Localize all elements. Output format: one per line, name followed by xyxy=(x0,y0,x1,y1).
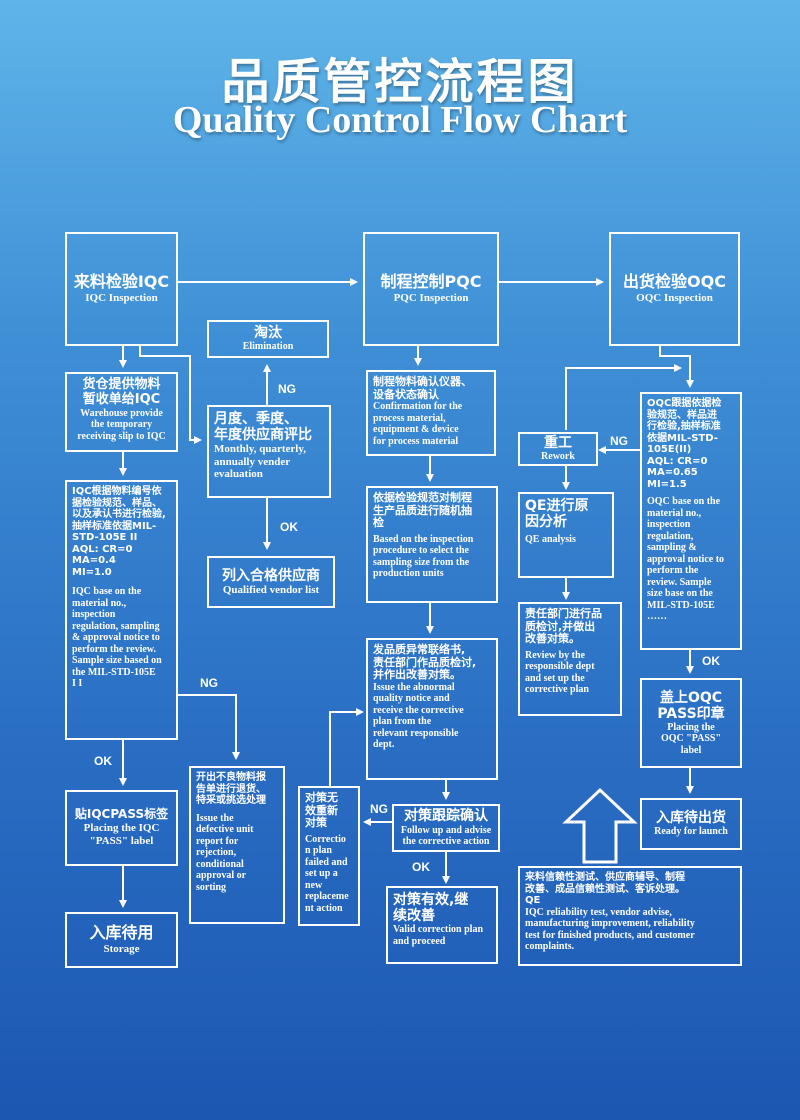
node-qe-analysis: QE进行原 因分析 QE analysis xyxy=(518,492,614,578)
big-up-arrow xyxy=(562,787,638,864)
node-ready-launch: 入库待出货 Ready for launch xyxy=(640,798,742,850)
node-oqc-cn: 出货检验OQC xyxy=(623,272,726,292)
arrow-rework-oqc-standard xyxy=(565,364,682,430)
node-qe-analysis-cn: QE进行原 因分析 xyxy=(525,498,589,531)
node-pqc-confirm: 制程物料确认仪器、 设备状态确认 Confirmation for the pr… xyxy=(366,370,496,456)
node-iqc-standard-en: IQC base on the material no., inspection… xyxy=(72,586,162,689)
node-correction-failed: 对策无 效重新 对策 Correctio n plan failed and s… xyxy=(298,786,360,926)
node-storage: 入库待用 Storage xyxy=(65,912,178,968)
node-oqc-pass: 盖上OQC PASS印章 Placing the OQC "PASS" labe… xyxy=(640,678,742,768)
node-qe-reliability: 来料信赖性测试、供应商辅导、制程 改善、成品信赖性测试、客诉处理。 QE IQC… xyxy=(518,866,742,966)
node-pqc-sampling-cn: 依据检验规范对制程 生产品质进行随机抽 检 xyxy=(373,491,472,530)
node-iqc-standard: IQC根据物料编号依 据检验规范、样品、 以及承认书进行检验, 抽样标准依据MI… xyxy=(65,480,178,740)
node-abnormal-notice-en: Issue the abnormal quality notice and re… xyxy=(373,681,464,751)
node-qe-reliability-cn: 来料信赖性测试、供应商辅导、制程 改善、成品信赖性测试、客诉处理。 QE xyxy=(525,872,685,906)
node-rework-en: Rework xyxy=(541,451,575,463)
node-oqc-pass-en: Placing the OQC "PASS" label xyxy=(660,721,722,756)
node-qualified-vendor-cn: 列入合格供应商 xyxy=(222,567,320,584)
node-follow-up-en: Follow up and advise the corrective acti… xyxy=(400,824,492,848)
node-qe-analysis-en: QE analysis xyxy=(525,534,576,546)
node-valid-correction-en: Valid correction plan and proceed xyxy=(393,924,484,947)
node-vendor-eval: 月度、季度、 年度供应商评比 Monthly, quarterly, annua… xyxy=(207,405,331,498)
node-pqc-sampling-en: Based on the inspection procedure to sel… xyxy=(373,533,474,580)
node-follow-up-cn: 对策跟踪确认 xyxy=(404,808,488,825)
node-pqc-cn: 制程控制PQC xyxy=(380,272,482,292)
node-pqc-confirm-en: Confirmation for the process material, e… xyxy=(373,401,463,447)
node-elimination: 淘汰 Elimination xyxy=(207,320,329,358)
node-iqc-en: IQC Inspection xyxy=(85,291,158,304)
node-storage-en: Storage xyxy=(103,942,140,955)
node-defective-report-cn: 开出不良物料报 告单进行退货、 特采或挑选处理 xyxy=(196,772,266,806)
page-title-cn: 品质管控流程图 xyxy=(221,54,579,110)
node-elimination-cn: 淘汰 xyxy=(254,325,282,342)
node-oqc-standard-en: OQC base on the material no., inspection… xyxy=(647,496,725,622)
node-correction-failed-cn: 对策无 效重新 对策 xyxy=(305,791,338,830)
node-abnormal-notice: 发品质异常联络书, 责任部门作品质检讨, 并作出改善对策。 Issue the … xyxy=(366,638,498,780)
arrow-failed-abnormal xyxy=(329,708,364,786)
node-oqc-pass-cn: 盖上OQC PASS印章 xyxy=(657,689,725,722)
node-warehouse-slip-cn: 货仓提供物料 暂收单给IQC xyxy=(82,377,161,407)
node-responsible-review: 责任部门进行品 质检讨,并做出 改善对策。 Review by the resp… xyxy=(518,602,622,716)
label-ng-iqc: NG xyxy=(200,676,218,690)
node-qualified-vendor: 列入合格供应商 Qualified vendor list xyxy=(207,556,335,608)
node-iqc-pass-en: Placing the IQC "PASS" label xyxy=(83,822,160,847)
node-iqc-pass: 贴IQCPASS标签 Placing the IQC "PASS" label xyxy=(65,790,178,866)
node-elimination-en: Elimination xyxy=(242,341,294,353)
node-defective-report-en: Issue the defective unit report for reje… xyxy=(196,812,254,893)
node-valid-correction-cn: 对策有效,继 续改善 xyxy=(393,892,469,925)
node-pqc: 制程控制PQC PQC Inspection xyxy=(363,232,499,346)
node-iqc-standard-cn: IQC根据物料编号依 据检验规范、样品、 以及承认书进行检验, 抽样标准依据MI… xyxy=(72,486,166,578)
node-pqc-en: PQC Inspection xyxy=(393,291,469,304)
node-warehouse-slip: 货仓提供物料 暂收单给IQC Warehouse provide the tem… xyxy=(65,372,178,452)
node-ready-launch-en: Ready for launch xyxy=(654,826,728,838)
node-oqc-standard-cn: OQC跟据依据检 验规范、样品进 行检验,抽样标准 依据MIL-STD- 105… xyxy=(647,398,722,490)
node-valid-correction: 对策有效,继 续改善 Valid correction plan and pro… xyxy=(386,886,498,964)
node-iqc-pass-cn: 贴IQCPASS标签 xyxy=(74,807,169,822)
node-defective-report: 开出不良物料报 告单进行退货、 特采或挑选处理 Issue the defect… xyxy=(189,766,285,924)
label-ng-oqc: NG xyxy=(610,434,628,448)
node-vendor-eval-en: Monthly, quarterly, annually vender eval… xyxy=(214,443,306,481)
node-pqc-sampling: 依据检验规范对制程 生产品质进行随机抽 检 Based on the inspe… xyxy=(366,486,498,603)
node-pqc-confirm-cn: 制程物料确认仪器、 设备状态确认 xyxy=(373,375,472,401)
arrow-oqc-standard xyxy=(659,346,694,388)
arrow-iqc-vendor-eval xyxy=(139,346,202,444)
node-abnormal-notice-cn: 发品质异常联络书, 责任部门作品质检讨, 并作出改善对策。 xyxy=(373,643,477,682)
node-qe-reliability-en: IQC reliability test, vendor advise, man… xyxy=(525,906,695,953)
node-storage-cn: 入库待用 xyxy=(89,923,154,943)
node-ready-launch-cn: 入库待出货 xyxy=(656,810,726,827)
node-rework: 重工 Rework xyxy=(518,432,598,466)
node-correction-failed-en: Correctio n plan failed and set up a new… xyxy=(305,833,349,914)
label-ok-vendor: OK xyxy=(280,520,298,534)
node-responsible-review-cn: 责任部门进行品 质检讨,并做出 改善对策。 xyxy=(525,607,602,646)
label-ok-iqc: OK xyxy=(94,754,112,768)
node-oqc-en: OQC Inspection xyxy=(636,291,713,304)
node-oqc-standard: OQC跟据依据检 验规范、样品进 行检验,抽样标准 依据MIL-STD- 105… xyxy=(640,392,742,650)
node-iqc-cn: 来料检验IQC xyxy=(73,272,170,292)
node-warehouse-slip-en: Warehouse provide the temporary receivin… xyxy=(77,407,166,442)
page-title-en: Quality Control Flow Chart xyxy=(172,99,628,141)
label-ng-vendor: NG xyxy=(278,382,296,396)
label-ok-oqc: OK xyxy=(702,654,720,668)
node-follow-up: 对策跟踪确认 Follow up and advise the correcti… xyxy=(392,804,500,852)
label-ng-followup: NG xyxy=(370,802,388,816)
node-oqc: 出货检验OQC OQC Inspection xyxy=(609,232,740,346)
node-iqc: 来料检验IQC IQC Inspection xyxy=(65,232,178,346)
node-responsible-review-en: Review by the responsible dept and set u… xyxy=(525,649,595,696)
arrow-standard-defective xyxy=(177,694,240,760)
node-vendor-eval-cn: 月度、季度、 年度供应商评比 xyxy=(214,411,312,444)
node-rework-cn: 重工 xyxy=(544,435,572,452)
node-qualified-vendor-en: Qualified vendor list xyxy=(222,583,320,596)
label-ok-followup: OK xyxy=(412,860,430,874)
